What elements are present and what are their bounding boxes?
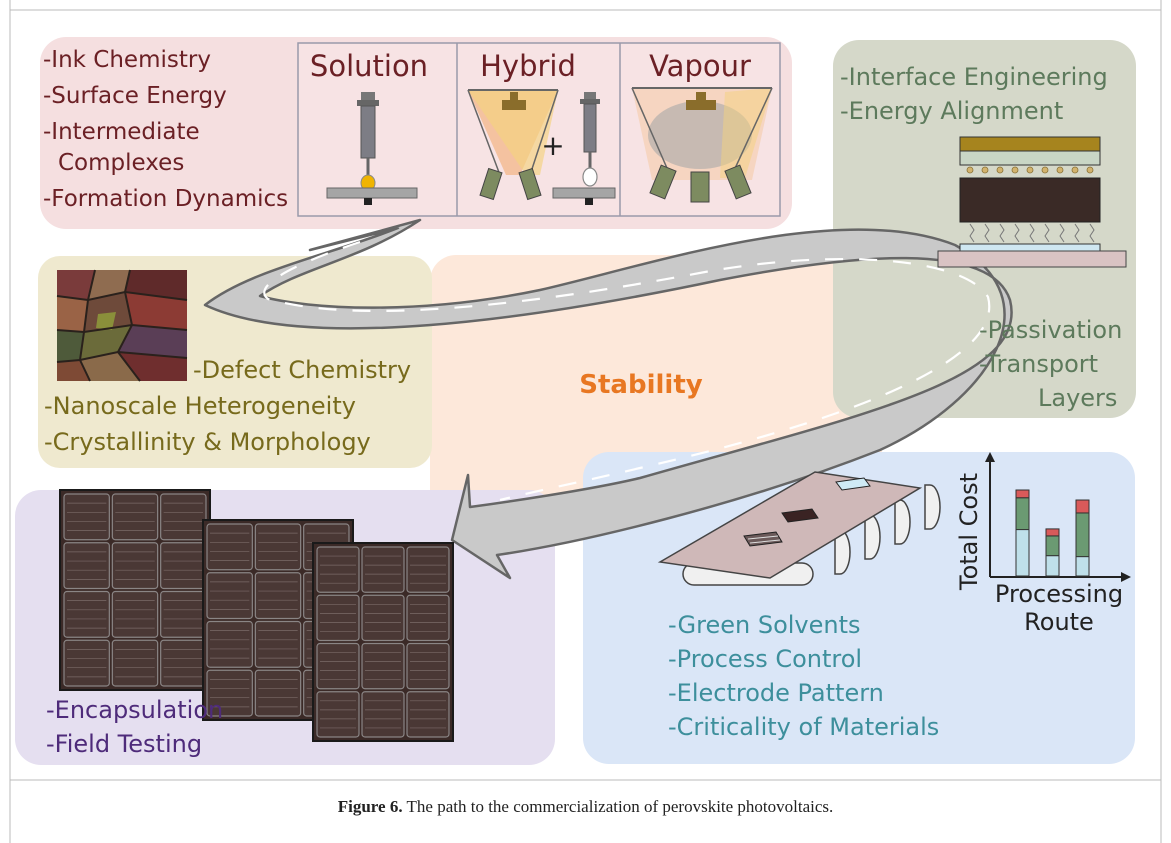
bar-3-segment-2 — [1075, 512, 1090, 558]
solar-module-2 — [202, 519, 354, 721]
bar-2-segment-2 — [1045, 535, 1060, 557]
bar-1-segment-3 — [1015, 489, 1030, 499]
deposition-topics: -Ink Chemistry -Surface Energy -Intermed… — [43, 47, 288, 212]
figure-caption: Figure 6. The path to the commercializat… — [0, 797, 1171, 817]
method-solution: Solution — [310, 49, 428, 83]
chart-x-arrow — [1121, 572, 1131, 582]
topic-passivation: -Passivation — [979, 316, 1122, 344]
chart-y-label: Total Cost — [955, 473, 983, 591]
topic-encapsulation: -Encapsulation — [46, 696, 223, 724]
solar-modules-icon — [59, 489, 454, 742]
topic-intermediate: -Intermediate — [43, 119, 200, 145]
bar-3-segment-1 — [1075, 556, 1090, 577]
topic-field-testing: -Field Testing — [46, 730, 202, 758]
topic-electrode-pattern: -Electrode Pattern — [668, 679, 884, 707]
topic-nanoscale-heterogeneity: -Nanoscale Heterogeneity — [44, 392, 356, 420]
hybrid-evaporation-icon — [467, 89, 559, 201]
defect-topics: -Defect Chemistry -Nanoscale Heterogenei… — [44, 356, 411, 456]
topic-formation-dynamics: -Formation Dynamics — [43, 186, 288, 212]
caption-label: Figure 6. — [337, 797, 403, 816]
solution-syringe-icon — [326, 92, 418, 205]
roll-to-roll-icon — [657, 471, 941, 586]
bar-2-segment-3 — [1045, 528, 1060, 537]
plus-sign: + — [541, 129, 564, 162]
bar-1-segment-2 — [1015, 497, 1030, 531]
topic-interface-engineering: -Interface Engineering — [840, 63, 1108, 91]
topic-surface-energy: -Surface Energy — [43, 83, 227, 109]
topic-layers: Layers — [1038, 384, 1117, 412]
chart-x-label-line2: Route — [1024, 608, 1094, 636]
bar-1-segment-1 — [1015, 529, 1030, 577]
chart-x-label-line1: Processing — [995, 580, 1123, 608]
topic-complexes: Complexes — [58, 150, 184, 176]
device-stack-icon — [937, 136, 1127, 268]
topic-transport: -Transport — [979, 350, 1098, 378]
solar-module-1 — [59, 489, 211, 691]
hybrid-syringe-icon — [552, 92, 616, 205]
deposition-method-labels: Solution Hybrid Vapour — [310, 49, 751, 83]
module-topics: -Encapsulation -Field Testing — [46, 696, 223, 758]
perovskite-grains-icon — [56, 269, 188, 382]
topic-process-control: -Process Control — [668, 645, 862, 673]
interface-panel — [833, 40, 1136, 418]
process-topics: -Green Solvents -Process Control -Electr… — [668, 611, 939, 741]
method-hybrid: Hybrid — [480, 49, 576, 83]
road-path — [203, 218, 1013, 580]
chart-y-arrow — [985, 452, 995, 462]
topic-energy-alignment: -Energy Alignment — [840, 97, 1063, 125]
topic-defect-chemistry: -Defect Chemistry — [193, 356, 411, 384]
bar-2-segment-1 — [1045, 555, 1060, 577]
interface-topics: -Interface Engineering -Energy Alignment… — [840, 63, 1122, 412]
solar-module-3 — [312, 542, 454, 742]
cost-chart: Total Cost Processing Route — [955, 452, 1131, 636]
topic-crystallinity-morphology: -Crystallinity & Morphology — [44, 428, 371, 456]
caption-text: The path to the commercialization of per… — [402, 797, 834, 816]
topic-criticality-materials: -Criticality of Materials — [668, 713, 939, 741]
stability-label: Stability — [579, 370, 702, 400]
topic-ink-chemistry: -Ink Chemistry — [43, 47, 211, 73]
topic-green-solvents: -Green Solvents — [668, 611, 861, 639]
bar-3-segment-3 — [1075, 499, 1090, 514]
method-vapour: Vapour — [649, 49, 751, 83]
vapour-evaporation-icon — [631, 87, 773, 203]
